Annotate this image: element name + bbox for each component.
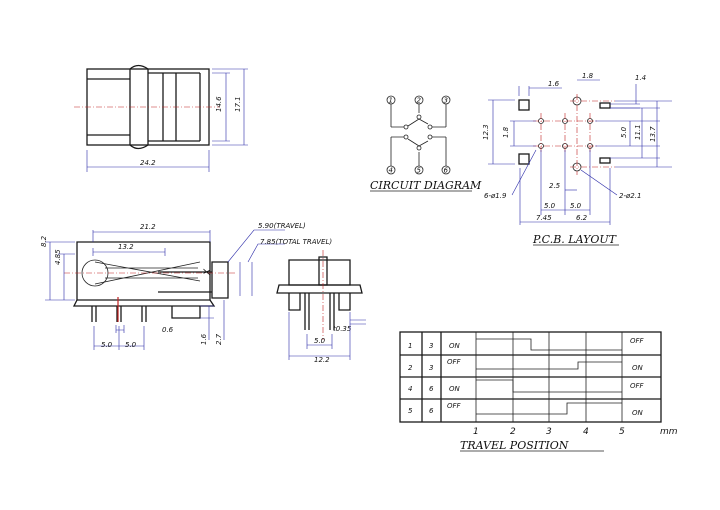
pcb-layout-title: P.C.B. LAYOUT	[532, 233, 618, 246]
row3-pin-b: 6	[429, 385, 434, 393]
row4-end: ON	[632, 409, 644, 417]
pin-4-label: 4	[389, 167, 393, 175]
pcb-layout: 1.6 1.8 1.4 12.3 1.8 5.0 11.1 13.7 2.5 5…	[482, 72, 672, 246]
travel-table: 1 3 ON OFF 2 3 OFF ON 4 6 ON OFF 5 6 OFF…	[399, 331, 678, 452]
side-inner-dim: 13.2	[118, 243, 134, 251]
row1-pin-a: 1	[408, 342, 412, 350]
pin-3-label: 3	[444, 97, 448, 105]
row4-start: OFF	[447, 402, 462, 410]
side-lead1-dim: 1.6	[200, 333, 208, 345]
travel-axis-3: 3	[546, 427, 552, 437]
row1-start: ON	[449, 342, 461, 350]
travel-axis-2: 2	[510, 427, 516, 437]
front-view: t0.35 5.0 12.2	[276, 250, 366, 364]
side-total-travel-note: 7.85(TOTAL TRAVEL)	[260, 238, 332, 246]
top-height-outer-dim: 17.1	[234, 96, 242, 112]
pcb-dim-f: 5.0	[620, 126, 628, 138]
row1-end: OFF	[630, 337, 645, 345]
front-width-dim: 12.2	[314, 356, 330, 364]
row2-end: ON	[632, 364, 644, 372]
travel-axis-unit: mm	[660, 427, 678, 437]
pin-2-label: 2	[417, 97, 422, 105]
pcb-dim-b: 1.8	[582, 72, 594, 80]
pin-6-label: 6	[444, 167, 449, 175]
pcb-dim-j: 5.0	[544, 202, 556, 210]
pcb-dim-c: 1.4	[635, 74, 646, 82]
pcb-dim-e: 1.8	[502, 126, 510, 138]
top-width-dim: 24.2	[140, 159, 156, 167]
row2-pin-b: 3	[429, 364, 433, 372]
row2-start: OFF	[447, 358, 462, 366]
row3-end: OFF	[630, 382, 645, 390]
pin-1-label: 1	[389, 97, 393, 105]
side-length-dim: 21.2	[140, 223, 156, 231]
pcb-dim-a: 1.6	[548, 80, 560, 88]
pcb-hole-note-b: 2-ø2.1	[619, 192, 641, 200]
pin-5-label: 5	[417, 167, 422, 175]
side-pitch2-dim: 5.0	[125, 341, 137, 349]
circuit-diagram-title: CIRCUIT DIAGRAM	[370, 179, 482, 192]
side-h1-dim: 8.2	[40, 235, 48, 247]
travel-axis-5: 5	[619, 427, 625, 437]
row4-pin-a: 5	[408, 407, 413, 415]
pcb-dim-i: 2.5	[549, 182, 561, 190]
side-lead2-dim: 2.7	[215, 333, 223, 345]
travel-position-title: TRAVEL POSITION	[460, 439, 569, 452]
pcb-dim-g: 11.1	[634, 124, 642, 140]
side-pitch1-dim: 5.0	[101, 341, 113, 349]
travel-axis-4: 4	[583, 427, 589, 437]
side-pin-width-dim: 0.6	[162, 326, 174, 334]
pcb-dim-h: 13.7	[649, 126, 657, 142]
top-height-inner-dim: 14.6	[215, 96, 223, 112]
side-view: 21.2 13.2 8.2 4.85 5.90(TRAVEL) 7.85(TOT…	[40, 222, 332, 350]
row4-pin-b: 6	[429, 407, 434, 415]
row3-pin-a: 4	[408, 385, 412, 393]
pcb-dim-l: 7.45	[536, 214, 552, 222]
side-h2-dim: 4.85	[54, 249, 62, 265]
row3-start: ON	[449, 385, 461, 393]
travel-axis-1: 1	[473, 427, 479, 437]
circuit-diagram: 1 2 3 4 5 6 CIRCUIT DIAGRAM	[370, 95, 482, 192]
side-travel-note: 5.90(TRAVEL)	[258, 222, 306, 230]
top-view: 24.2 14.6 17.1	[74, 64, 248, 172]
pcb-dim-m: 6.2	[576, 214, 588, 222]
row1-pin-b: 3	[429, 342, 433, 350]
pcb-dim-d: 12.3	[482, 124, 490, 140]
row2-pin-a: 2	[408, 364, 413, 372]
pcb-hole-note-a: 6-ø1.9	[484, 192, 507, 200]
pcb-dim-k: 5.0	[570, 202, 582, 210]
side-x-label: X	[203, 268, 213, 276]
front-pitch-dim: 5.0	[314, 337, 326, 345]
front-thickness-dim: t0.35	[333, 325, 352, 333]
